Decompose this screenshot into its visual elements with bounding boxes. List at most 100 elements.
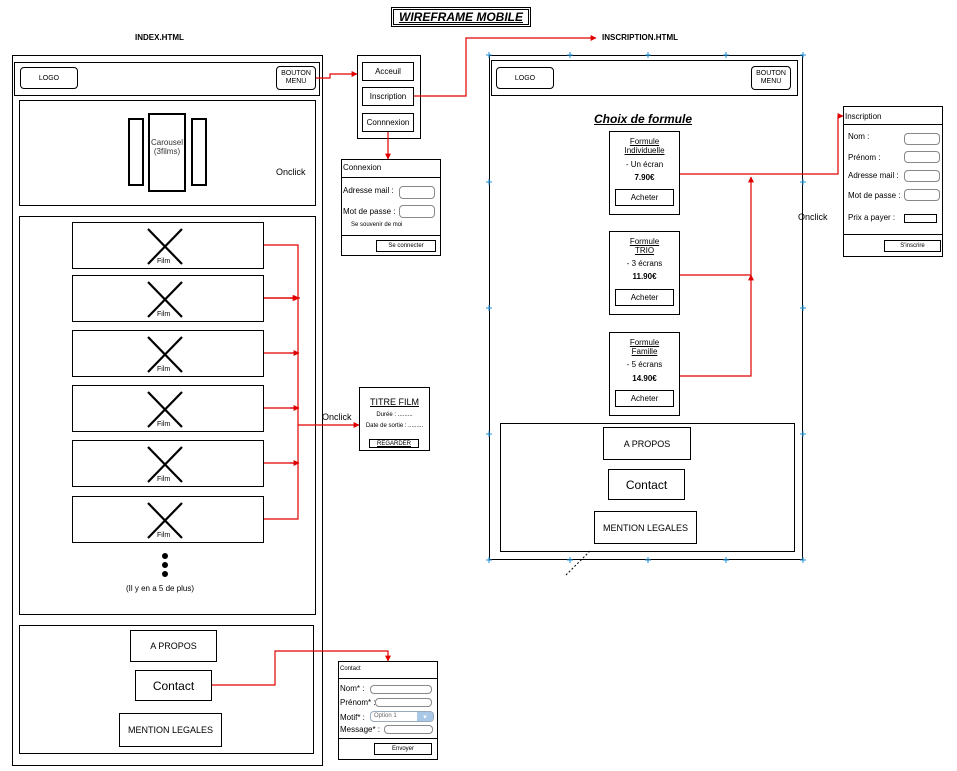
- remember-label[interactable]: Se souvenir de moi: [351, 222, 403, 228]
- connexion-title: Connexion: [343, 163, 382, 172]
- plan-name: Formule Individuelle: [610, 137, 679, 155]
- plan-name-line2: Individuelle: [624, 146, 665, 155]
- film-label: Film: [157, 366, 171, 373]
- about-link[interactable]: A PROPOS: [130, 630, 217, 662]
- contact-link[interactable]: Contact: [608, 469, 685, 500]
- signup-password-label: Mot de passe :: [848, 191, 901, 200]
- buy-button[interactable]: Acheter: [615, 390, 674, 407]
- login-button[interactable]: Se connecter: [376, 240, 436, 252]
- nom-label: Nom* :: [340, 684, 365, 693]
- plan-choice-title: Choix de formule: [594, 112, 693, 126]
- legal-link[interactable]: MENTION LEGALES: [594, 511, 697, 544]
- contact-link[interactable]: Contact: [135, 670, 212, 701]
- motif-select[interactable]: Option 1 ▾: [370, 711, 434, 722]
- film-label: Film: [157, 421, 171, 428]
- about-link[interactable]: A PROPOS: [603, 427, 691, 460]
- signup-email-field[interactable]: [904, 170, 940, 182]
- film-label: Film: [157, 476, 171, 483]
- contact-message-field[interactable]: [384, 725, 433, 734]
- plan-name-line2: Famille: [631, 347, 658, 356]
- plan-card-individuelle: Formule Individuelle - Un écran 7.90€ Ac…: [609, 131, 680, 215]
- plan-name: Formule Famille: [610, 338, 679, 356]
- carousel-left-slide: [128, 118, 144, 186]
- contact-prenom-field[interactable]: [375, 698, 432, 707]
- onclick-films-label: Onclick: [322, 412, 352, 422]
- menu-button-line2: MENU: [760, 78, 782, 85]
- contact-nom-field[interactable]: [370, 685, 432, 694]
- menu-button-line2: MENU: [285, 78, 307, 85]
- plan-card-trio: Formule TRIO - 3 écrans 11.90€ Acheter: [609, 231, 680, 315]
- film-card[interactable]: Film: [72, 440, 264, 487]
- motif-label: Motif* :: [340, 713, 365, 722]
- buy-button[interactable]: Acheter: [615, 289, 674, 306]
- carousel-label-line2: (3films): [153, 147, 181, 156]
- plan-price: 14.90€: [632, 374, 657, 383]
- carousel-right-slide: [191, 118, 207, 186]
- plan-price: 7.90€: [634, 173, 655, 182]
- inscription-logo[interactable]: LOGO: [496, 67, 554, 89]
- film-release-date: Date de sortie : .........: [365, 423, 424, 429]
- signup-divider: [843, 124, 943, 125]
- carousel-center-slide[interactable]: [148, 113, 186, 192]
- plan-screens: - Un écran: [625, 160, 664, 169]
- film-label: Film: [157, 311, 171, 318]
- film-card[interactable]: Film: [72, 330, 264, 377]
- signup-button[interactable]: S'inscrire: [884, 240, 941, 252]
- signup-nom-label: Nom :: [848, 132, 870, 141]
- film-card[interactable]: Film: [72, 222, 264, 269]
- watch-button[interactable]: REGARDER: [369, 439, 419, 448]
- carousel-label: Carousel (3films): [144, 138, 190, 156]
- send-button[interactable]: Envoyer: [374, 743, 432, 755]
- prenom-label: Prénom* :: [340, 698, 376, 707]
- film-card[interactable]: Film: [72, 275, 264, 322]
- connexion-divider: [341, 177, 441, 178]
- legal-link[interactable]: MENTION LEGALES: [119, 713, 222, 747]
- signup-email-label: Adresse mail :: [848, 171, 899, 180]
- menu-item-inscription[interactable]: Inscription: [362, 87, 414, 106]
- menu-button-line1: BOUTON: [281, 70, 311, 77]
- signup-form-title: Inscription: [845, 112, 882, 121]
- connexion-divider-bottom: [341, 235, 441, 236]
- motif-select-value: Option 1: [374, 713, 397, 719]
- plan-price: 11.90€: [632, 272, 657, 281]
- plan-name-line1: Formule: [629, 338, 660, 347]
- price-label: Prix a payer :: [848, 213, 896, 222]
- film-card[interactable]: Film: [72, 496, 264, 543]
- plan-card-famille: Formule Famille - 5 écrans 14.90€ Achete…: [609, 332, 680, 416]
- film-card[interactable]: Film: [72, 385, 264, 432]
- plan-name-line1: Formule: [629, 137, 660, 146]
- email-label: Adresse mail :: [343, 186, 394, 195]
- inscription-menu-button[interactable]: BOUTON MENU: [751, 66, 791, 90]
- contact-divider-bottom: [338, 738, 438, 739]
- password-label: Mot de passe :: [343, 207, 396, 216]
- signup-nom-field[interactable]: [904, 133, 940, 145]
- signup-prenom-field[interactable]: [904, 151, 940, 163]
- index-menu-button[interactable]: BOUTON MENU: [276, 66, 316, 90]
- contact-form-title: Contact: [340, 666, 361, 672]
- plan-name-line1: Formule: [629, 237, 660, 246]
- plan-screens: - 5 écrans: [626, 360, 663, 369]
- plan-screens: - 3 écrans: [626, 259, 663, 268]
- signup-password-field[interactable]: [904, 189, 940, 201]
- onclick-carousel-label: Onclick: [276, 167, 306, 177]
- password-field[interactable]: [399, 205, 435, 218]
- email-field[interactable]: [399, 186, 435, 199]
- plan-name-line2: TRIO: [634, 246, 655, 255]
- menu-item-connexion[interactable]: Connnexion: [362, 113, 414, 132]
- film-duration: Durée : .........: [376, 412, 413, 418]
- film-detail-title: TITRE FILM: [370, 397, 419, 407]
- menu-button-line1: BOUTON: [756, 70, 786, 77]
- index-heading: INDEX.HTML: [135, 33, 184, 42]
- index-logo[interactable]: LOGO: [20, 67, 78, 89]
- onclick-plans-label: Onclick: [798, 212, 828, 222]
- film-label: Film: [157, 532, 171, 539]
- signup-prenom-label: Prénom :: [848, 153, 881, 162]
- carousel-label-line1: Carousel: [150, 138, 183, 147]
- menu-item-accueil[interactable]: Acceuil: [362, 62, 414, 81]
- buy-button[interactable]: Acheter: [615, 189, 674, 206]
- price-field: [904, 214, 937, 223]
- carousel-section: [19, 100, 316, 206]
- chevron-down-icon: ▾: [417, 712, 433, 721]
- inscription-heading: INSCRIPTION.HTML: [602, 33, 678, 42]
- plan-name: Formule TRIO: [610, 237, 679, 255]
